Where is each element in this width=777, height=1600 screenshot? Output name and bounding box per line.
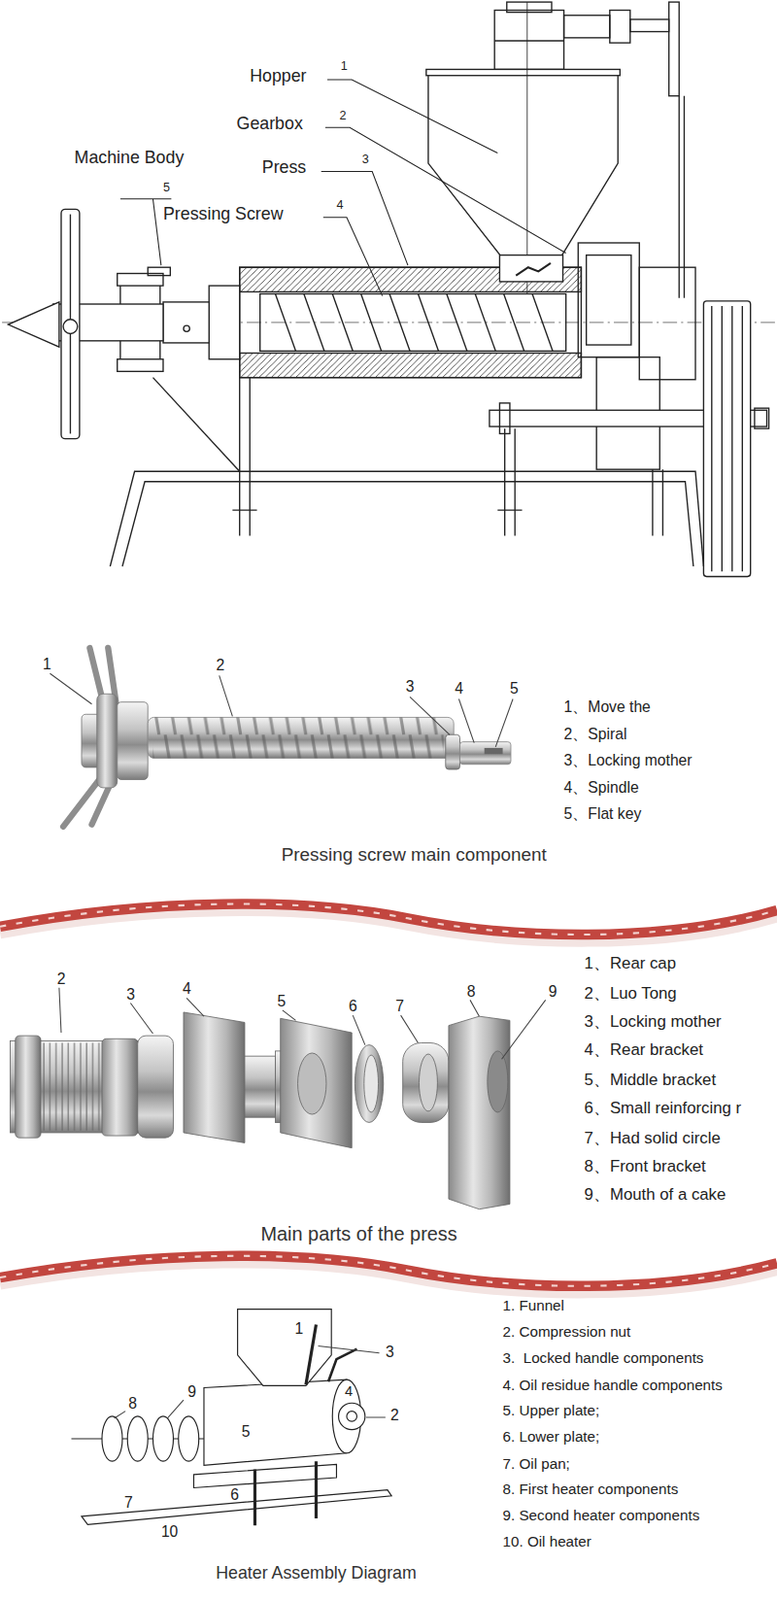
parts-list-item: 3. Locked handle components	[503, 1350, 705, 1367]
figure-caption: Pressing screw main component	[281, 844, 547, 865]
callout-number: 6	[348, 998, 358, 1015]
parts-list-item: 3、Locking mother	[564, 752, 693, 770]
callout-number: 3	[385, 1343, 395, 1360]
parts-list-item: 5. Upper plate;	[503, 1402, 601, 1419]
callout-number: 5	[277, 992, 287, 1010]
parts-list-item: 4、Spindle	[564, 778, 640, 796]
wavy-divider	[0, 904, 777, 942]
parts-list-item: 1、Move the	[564, 698, 651, 715]
callout-number: 2	[339, 109, 347, 124]
callout-number: 4	[182, 980, 192, 998]
parts-list-item: 6、Small reinforcing r	[584, 1099, 743, 1117]
callout-number: 7	[395, 998, 405, 1015]
oil-press-section-drawing	[1, 1, 776, 576]
figure-caption: Heater Assembly Diagram	[215, 1563, 417, 1584]
callout-number: 3	[362, 153, 370, 168]
parts-list-item: 10. Oil heater	[503, 1533, 592, 1551]
callout-number: 2	[57, 970, 67, 987]
parts-list-item: 2. Compression nut	[503, 1323, 632, 1341]
parts-list-item: 6. Lower plate;	[503, 1428, 601, 1446]
parts-list-item: 7. Oil pan;	[503, 1454, 571, 1472]
part-name: Gearbox	[236, 114, 304, 135]
callout-number: 8	[128, 1394, 137, 1412]
callout-number: 5	[163, 181, 170, 196]
callout-number: 3	[405, 677, 415, 695]
parts-list-item: 5、Flat key	[564, 805, 642, 822]
parts-list-item: 1. Funnel	[503, 1296, 565, 1314]
callout-number: 7	[124, 1493, 134, 1511]
callout-number: 5	[241, 1422, 251, 1440]
leader-lines	[114, 1345, 386, 1419]
callout-number: 9	[548, 982, 558, 1000]
callout-number: 4	[344, 1383, 353, 1399]
part-name: Machine Body	[74, 148, 185, 169]
part-name: Pressing Screw	[163, 204, 284, 225]
parts-list-item: 9、Mouth of a cake	[584, 1185, 727, 1204]
parts-list-item: 4. Oil residue handle components	[503, 1376, 723, 1393]
callout-number: 1	[294, 1319, 304, 1337]
callout-number: 6	[230, 1486, 239, 1503]
press-parts-photo	[9, 1012, 509, 1210]
callout-number: 8	[467, 982, 476, 1000]
callout-number: 4	[337, 199, 344, 213]
figure-caption: Main parts of the press	[260, 1223, 457, 1246]
leader-lines	[120, 79, 567, 297]
callout-number: 5	[509, 679, 519, 697]
parts-list-item: 8、Front bracket	[584, 1157, 707, 1176]
callout-number: 1	[42, 655, 52, 673]
parts-list-item: 4、Rear bracket	[584, 1041, 704, 1059]
parts-list-item: 2、Luo Tong	[584, 983, 677, 1002]
parts-list-item: 1、Rear cap	[584, 954, 676, 973]
parts-list-item: 8. First heater components	[503, 1480, 679, 1497]
callout-number: 9	[187, 1383, 197, 1400]
parts-list-item: 7、Had solid circle	[584, 1128, 721, 1147]
parts-list-item: 9. Second heater components	[503, 1507, 701, 1524]
parts-list-item: 3、Locking mother	[584, 1013, 722, 1031]
wavy-divider	[0, 1255, 777, 1292]
callout-number: 10	[161, 1522, 178, 1540]
parts-list-item: 2、Spiral	[564, 725, 628, 743]
pressing-screw-photo	[63, 647, 511, 827]
parts-list-item: 5、Middle bracket	[584, 1071, 716, 1089]
callout-number: 3	[126, 985, 136, 1003]
callout-number: 2	[390, 1407, 400, 1424]
callout-number: 4	[454, 679, 464, 697]
callout-number: 1	[340, 60, 348, 74]
part-name: Hopper	[249, 67, 306, 87]
part-name: Press	[262, 158, 306, 178]
callout-number: 2	[216, 656, 226, 674]
leader-lines	[49, 673, 513, 747]
heater-assembly-drawing	[70, 1309, 392, 1526]
